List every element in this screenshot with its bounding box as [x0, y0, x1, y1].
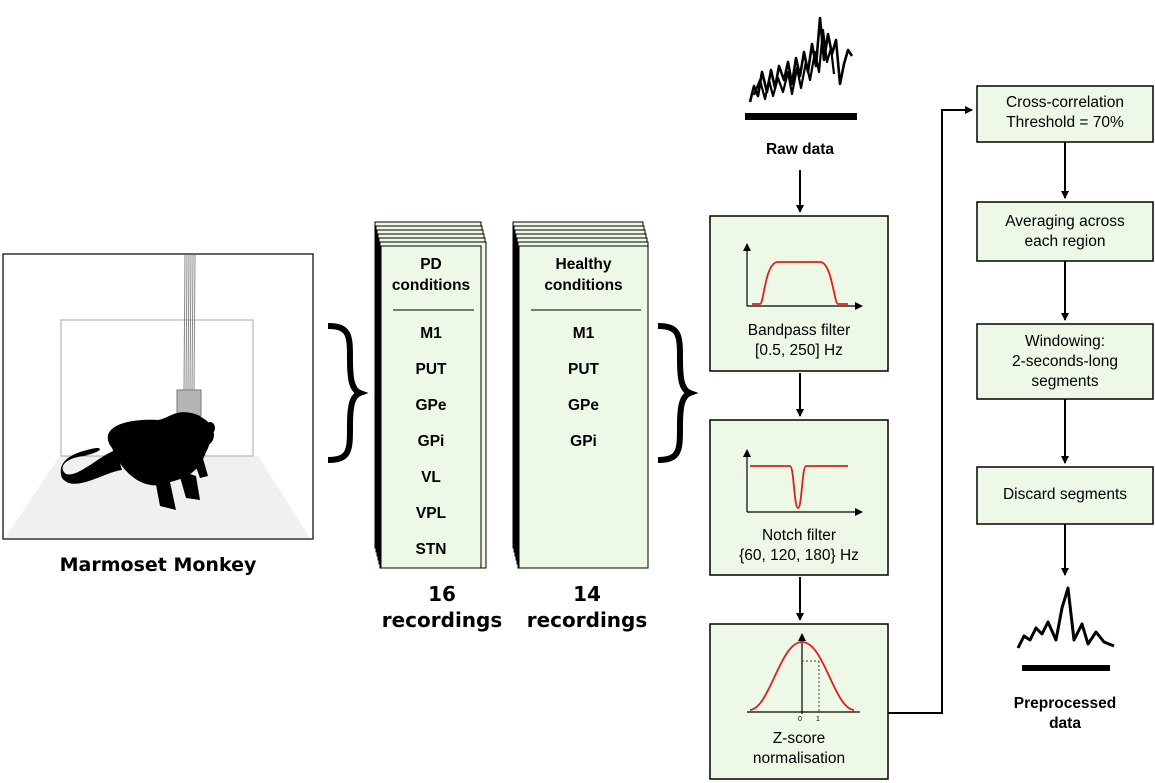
- tick-one: 1: [816, 716, 820, 723]
- region-label: GPe: [415, 397, 447, 414]
- region-label: M1: [420, 325, 442, 342]
- zscore-box: [709, 623, 889, 780]
- output-label: Preprocessed data: [1013, 695, 1117, 732]
- crosscorr-label: Cross-correlation Threshold = 70%: [1005, 94, 1124, 131]
- healthy-region-list: M1 PUT GPe GPi: [519, 316, 648, 460]
- tick-zero: 0: [798, 716, 802, 723]
- healthy-count-number: 14: [573, 582, 601, 606]
- pd-recordings-stack: [374, 221, 487, 569]
- region-label: M1: [572, 325, 595, 342]
- pd-title-line: PD: [420, 256, 442, 273]
- region-label: GPi: [417, 433, 445, 450]
- healthy-recordings-stack: [512, 221, 649, 569]
- region-label: PUT: [415, 361, 447, 378]
- zscore-label: Z-score normalisation: [752, 730, 846, 767]
- healthy-title: Healthy conditions: [519, 254, 648, 296]
- notch-response-icon: [743, 449, 863, 516]
- region-label: VPL: [415, 505, 447, 522]
- windowing-box: [976, 323, 1154, 400]
- windowing-label: Windowing: 2-seconds-long segments: [1012, 333, 1118, 390]
- region-label: PUT: [568, 361, 599, 378]
- bandpass-box: [709, 215, 889, 372]
- bandpass-label: Bandpass filter [0.5, 250] Hz: [747, 322, 851, 359]
- crosscorr-box: [976, 85, 1154, 143]
- monkey-silhouette-icon: [60, 412, 215, 510]
- electrode-wires-icon: [183, 254, 196, 393]
- right-brace-icon: [657, 323, 699, 463]
- averaging-label: Averaging across each region: [1005, 213, 1125, 250]
- pd-count-unit: recordings: [381, 608, 503, 632]
- healthy-count-unit: recordings: [526, 608, 648, 632]
- left-brace-icon: [327, 323, 369, 463]
- averaging-box: [976, 201, 1154, 262]
- region-label: STN: [415, 541, 447, 558]
- discard-label: Discard segments: [1002, 486, 1128, 503]
- raw-signal-icon: [745, 16, 857, 120]
- pd-count-number: 16: [428, 582, 456, 606]
- marmoset-illustration: [2, 253, 314, 540]
- notch-box: [709, 419, 889, 576]
- region-label: GPi: [570, 433, 597, 450]
- bandpass-response-icon: [743, 243, 863, 310]
- head-implant-icon: [176, 389, 202, 417]
- pd-count: 16 recordings: [366, 581, 518, 633]
- pd-title: PD conditions: [381, 254, 481, 296]
- pd-region-list: M1 PUT GPe GPi VL VPL STN: [381, 316, 481, 568]
- animal-label: Marmoset Monkey: [59, 554, 257, 576]
- preprocessed-signal-icon: [1016, 586, 1115, 671]
- region-label: VL: [421, 469, 441, 486]
- region-label: GPe: [567, 397, 599, 414]
- healthy-count: 14 recordings: [512, 581, 662, 633]
- healthy-title-line: Healthy: [555, 256, 612, 273]
- pd-title-line: conditions: [391, 277, 471, 294]
- gaussian-curve-icon: [747, 633, 860, 714]
- healthy-title-line: conditions: [544, 277, 623, 294]
- notch-label: Notch filter {60, 120, 180} Hz: [739, 527, 859, 564]
- raw-data-label: Raw data: [765, 141, 835, 158]
